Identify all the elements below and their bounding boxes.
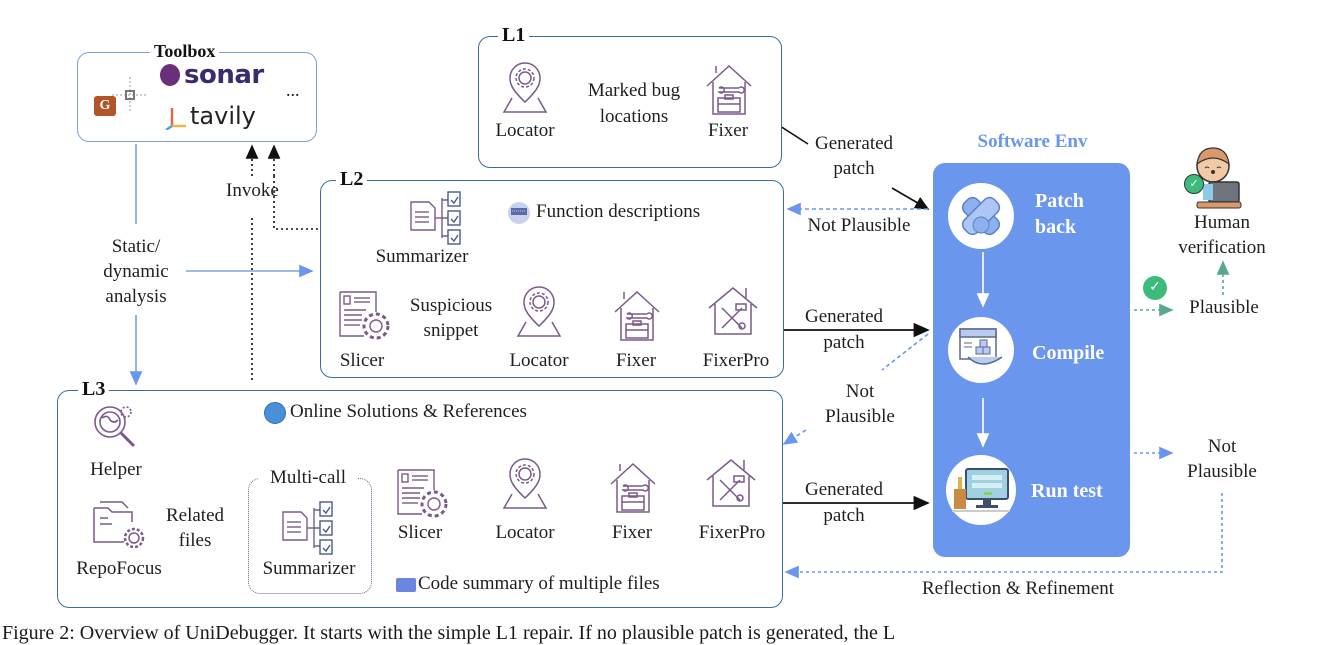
toolbox-more: ... [286, 80, 300, 100]
l2-patch-label-2: patch [823, 332, 865, 353]
locator-pin-icon [500, 58, 550, 114]
l3-fixerpro-label: FixerPro [698, 522, 766, 543]
g-tool-logo-icon: G [94, 96, 116, 116]
slicer-icon [394, 466, 450, 520]
l1-patch-arrow [891, 187, 930, 210]
l2-summarizer-label: Summarizer [375, 246, 469, 267]
not-plausible-l3-label-1: Not [845, 381, 875, 402]
l3-title: L3 [78, 379, 110, 399]
plausible-check-icon: ✓ [1143, 276, 1167, 300]
l1-patch-label-1: Generated [814, 133, 894, 154]
l2-fixerpro-label: FixerPro [702, 350, 770, 371]
human-verification-label-2: verification [1178, 237, 1266, 258]
fixer-house-icon [608, 460, 658, 514]
l3-repofocus-label: RepoFocus [76, 558, 162, 579]
docker-code-icon [959, 328, 1003, 365]
human-verification-label-1: Human [1194, 212, 1250, 233]
slicer-icon [336, 288, 392, 342]
l2-box [320, 180, 784, 378]
summarizer-icon [280, 500, 336, 556]
patch-back-label-1: Patch [1035, 190, 1084, 212]
l3-edge-label-1: Related [165, 505, 225, 526]
l1-locator-label: Locator [495, 120, 555, 141]
not-plausible-l3-label-2: Plausible [825, 406, 895, 427]
l2-locator-label: Locator [509, 350, 569, 371]
compile-label: Compile [1032, 342, 1105, 364]
l2-edge-label-2: snippet [423, 320, 479, 341]
fixer-house-icon [612, 288, 662, 342]
invoke-label: Invoke [226, 180, 279, 201]
l3-summarizer-label: Summarizer [262, 558, 356, 579]
sonar-logo-icon [160, 64, 180, 86]
analysis-label-2: dynamic [103, 261, 169, 282]
l3-patch-label-1: Generated [804, 479, 884, 500]
code-summary-folder-icon [396, 578, 416, 592]
invoke-l2-line [273, 176, 318, 230]
locator-pin-icon [514, 284, 564, 338]
l1-edge-label-1: Marked bug [587, 80, 681, 101]
l2-edge-label-1: Suspicious [409, 295, 493, 316]
code-summary-label: Code summary of multiple files [418, 573, 660, 594]
toolbox-title: Toolbox [150, 41, 220, 61]
patch-back-label-2: back [1035, 216, 1077, 238]
compile-stage [948, 317, 1014, 383]
not-plausible-l3-arrow [782, 429, 807, 445]
not-plausible-l2-label: Not Plausible [807, 215, 911, 236]
l1-edge-label-2: locations [599, 106, 669, 127]
l3-slicer-label: Slicer [397, 522, 443, 543]
l2-slicer-label: Slicer [339, 350, 385, 371]
l2-fixer-label: Fixer [615, 350, 657, 371]
locator-pin-icon [500, 456, 550, 510]
function-descriptions-icon [508, 202, 530, 224]
not-plausible-final-label-2: Plausible [1187, 461, 1257, 482]
toolbox-box [77, 52, 317, 142]
online-globe-icon [264, 402, 286, 424]
l3-helper-label: Helper [90, 459, 142, 480]
run-test-stage [946, 455, 1016, 525]
sonar-logo-text: sonar [184, 60, 264, 90]
l1-fixer-label: Fixer [707, 120, 749, 141]
human-reviewer-icon [1183, 146, 1243, 212]
not-plausible-final-label-1: Not [1207, 436, 1237, 457]
l1-patch-label-2: patch [833, 158, 875, 179]
l3-box [57, 390, 783, 608]
software-env-title: Software Env [977, 131, 1088, 152]
fixerpro-house-tools-icon [706, 284, 760, 338]
l3-locator-label: Locator [495, 522, 555, 543]
l2-patch-label-1: Generated [804, 306, 884, 327]
plausible-label: Plausible [1189, 297, 1259, 318]
crosshair-icon [110, 75, 150, 115]
l2-title: L2 [336, 169, 368, 189]
multicall-label: Multi-call [258, 467, 358, 489]
analysis-label-1: Static/ [111, 236, 161, 257]
summarizer-icon [408, 190, 464, 246]
fixer-house-icon [704, 62, 754, 116]
analysis-label-3: analysis [105, 286, 167, 307]
helper-magnifier-globe-icon [90, 402, 140, 452]
repofocus-folder-gear-icon [90, 498, 146, 549]
function-descriptions-label: Function descriptions [536, 201, 701, 222]
l3-edge-label-2: files [178, 530, 212, 551]
l1-title: L1 [498, 25, 530, 45]
fixerpro-house-tools-icon [704, 456, 758, 510]
patch-back-stage [948, 183, 1014, 249]
check-badge-icon: ✓ [1184, 174, 1204, 194]
online-solutions-label: Online Solutions & References [290, 401, 527, 422]
run-test-label: Run test [1031, 480, 1103, 502]
l3-patch-label-2: patch [823, 505, 865, 526]
monitor-test-icon [952, 468, 1010, 512]
reflection-label: Reflection & Refinement [921, 578, 1115, 599]
l3-fixer-label: Fixer [611, 522, 653, 543]
tavily-logo-text: tavily [190, 102, 256, 130]
tavily-logo-icon [164, 106, 188, 132]
l1-box [478, 36, 782, 168]
bandage-icon [961, 196, 1001, 236]
